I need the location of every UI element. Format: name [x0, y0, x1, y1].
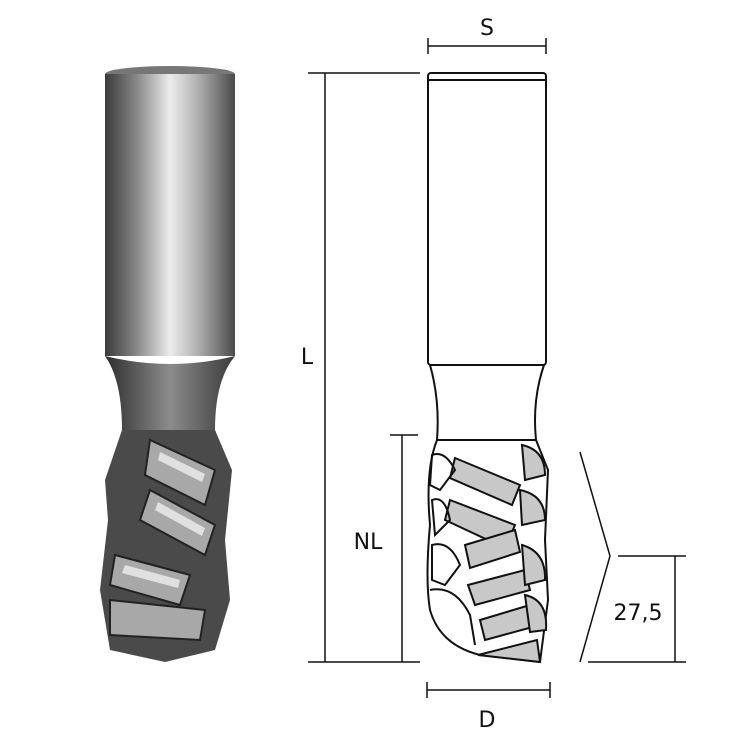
label-l: L — [301, 345, 314, 370]
dim-s — [427, 38, 547, 54]
neck-render — [105, 356, 235, 430]
dim-l — [308, 72, 420, 663]
chevron-bracket — [579, 451, 611, 663]
cutter-render — [100, 66, 235, 662]
label-27-5: 27,5 — [614, 601, 663, 626]
dim-d — [426, 682, 551, 698]
label-d: D — [479, 708, 496, 733]
cutter-drawing — [426, 72, 550, 664]
dimension-lines — [308, 38, 686, 698]
neck-outline — [429, 364, 545, 441]
label-s: S — [480, 16, 494, 41]
dim-nl — [390, 434, 418, 662]
flute-outlines — [426, 439, 550, 664]
dim-27-5 — [588, 555, 686, 663]
shank-outline — [427, 72, 547, 366]
shank-render — [105, 74, 235, 356]
label-nl: NL — [354, 530, 383, 555]
